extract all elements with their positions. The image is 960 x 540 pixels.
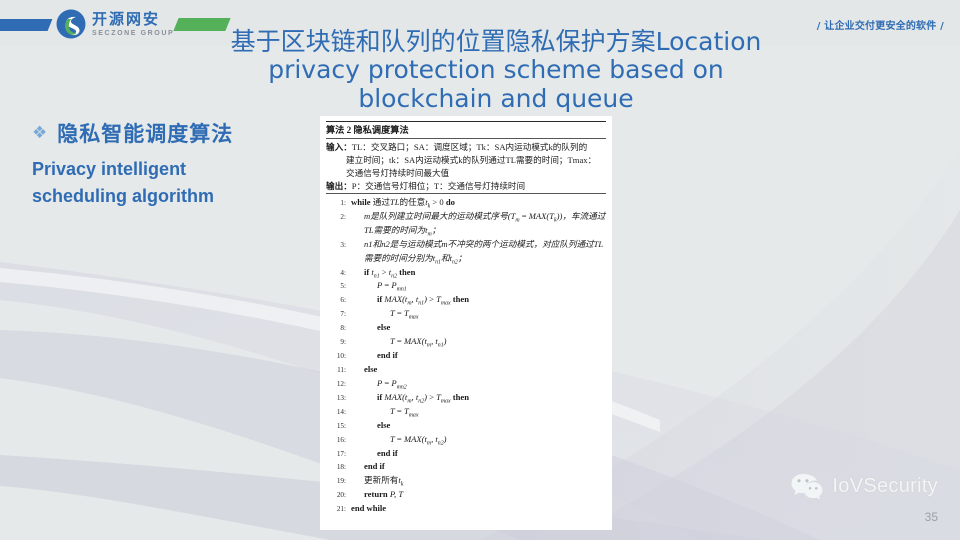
algorithm-step: 5: P = Pmn1: [326, 279, 606, 293]
algorithm-input-text-3: 交通信号灯持续时间最大值: [346, 168, 450, 179]
algorithm-step-text: else: [377, 322, 391, 333]
wechat-icon: [791, 474, 823, 500]
slide-title-line-1: 基于区块链和队列的位置隐私保护方案Location: [230, 27, 762, 56]
algorithm-caption-rule: [326, 138, 606, 140]
algorithm-step-number: 5:: [340, 282, 346, 291]
bullet-heading-row: ❖ 隐私智能调度算法: [32, 118, 300, 148]
seczone-logo-icon: [56, 9, 86, 39]
algorithm-step-text: end if: [364, 461, 385, 472]
logo-chinese-name: 开源网安: [92, 9, 161, 28]
algorithm-step: 1: while 通过TL的任意tk > 0 do: [326, 196, 606, 210]
algorithm-step-text: end if: [377, 350, 398, 361]
algorithm-step: 8: else: [326, 321, 606, 335]
algorithm-input-block: 输入：TL：交叉路口；SA：调度区域；Tk：SA内运动模式k的队列的 建立时间；…: [326, 141, 606, 180]
section-heading-english: Privacy intelligent scheduling algorithm: [32, 156, 300, 210]
algorithm-step-number: 12:: [336, 379, 346, 388]
algorithm-output-block: 输出：P：交通信号灯相位；T：交通信号灯持续时间: [326, 180, 606, 193]
brand-logo: 开源网安 SECZONE GROUP: [56, 9, 174, 39]
algorithm-step-number: 7:: [340, 310, 346, 319]
algorithm-step: 9: T = MAX(tm, tn1): [326, 335, 606, 349]
algorithm-step-text: m是队列建立时间最大的运动模式序号(Tm = MAX(Tk))，车流通过TL需要…: [364, 210, 606, 238]
algorithm-step-text: return P, T: [364, 489, 404, 500]
algorithm-step-text: end if: [377, 447, 398, 458]
algorithm-step-text: if tn1 > tn2 then: [364, 266, 416, 280]
algorithm-step: 13: if MAX(tm, tn2) > Tmax then: [326, 391, 606, 405]
algorithm-step-text: end while: [351, 503, 387, 514]
wechat-account-name: IoVSecurity: [832, 475, 938, 497]
algorithm-step-number: 11:: [337, 365, 346, 374]
algorithm-figure: 算法 2 隐私调度算法 输入：TL：交叉路口；SA：调度区域；Tk：SA内运动模…: [320, 116, 612, 530]
diamond-bullet-icon: ❖: [32, 123, 48, 142]
algorithm-step-number: 19:: [336, 477, 346, 486]
algorithm-step-number: 10:: [336, 352, 346, 361]
wechat-account-badge: IoVSecurity: [791, 473, 938, 500]
slide-title: 基于区块链和队列的位置隐私保护方案Location privacy protec…: [196, 27, 796, 113]
algorithm-step: 16: T = MAX(tm, tn2): [326, 433, 606, 447]
algorithm-step: 7: T = Tmax: [326, 307, 606, 321]
algorithm-step: 10: end if: [326, 349, 606, 363]
slide-title-line-3: blockchain and queue: [358, 83, 634, 113]
algorithm-step-number: 1:: [340, 198, 346, 207]
algorithm-step-text: n1和n2是与运动模式m不冲突的两个运动模式，对应队列通过TL需要的时间分别为t…: [364, 238, 604, 266]
algorithm-step-number: 2:: [340, 212, 346, 221]
algorithm-step-text: if MAX(tm, tn2) > Tmax then: [377, 391, 470, 405]
algorithm-input-label: 输入：: [326, 142, 352, 153]
brand-tagline: / 让企业交付更安全的软件 /: [816, 21, 944, 32]
algorithm-step-number: 4:: [340, 268, 346, 277]
algorithm-input-text-2: 建立时间；tk：SA内运动模式k的队列通过TL需要的时间；Tmax：: [346, 155, 597, 166]
slide-title-line-2: privacy protection scheme based on: [268, 55, 724, 85]
algorithm-step: 18: end if: [326, 460, 606, 474]
logo-english-name: SECZONE GROUP: [92, 29, 175, 37]
algorithm-step: 21: end while: [326, 502, 606, 516]
algorithm-caption: 算法 2 隐私调度算法: [326, 125, 409, 135]
algorithm-step: 19: 更新所有tk: [326, 474, 606, 488]
algorithm-steps-list: 1: while 通过TL的任意tk > 0 do 2: m是队列建立时间最大的运动模…: [326, 196, 606, 516]
algorithm-step-number: 15:: [336, 421, 346, 430]
algorithm-step: 4: if tn1 > tn2 then: [326, 266, 606, 280]
algorithm-step-text: T = Tmax: [390, 308, 419, 321]
page-number: 35: [924, 510, 938, 524]
algorithm-step-number: 3:: [340, 240, 346, 249]
algorithm-step-text: else: [364, 363, 378, 374]
algorithm-step: 14: T = Tmax: [326, 405, 606, 419]
algorithm-step-number: 21:: [336, 505, 346, 514]
algorithm-step-number: 13:: [336, 393, 346, 402]
section-heading-english-line-1: Privacy intelligent: [32, 159, 187, 179]
algorithm-step-text: T = Tmax: [390, 405, 419, 419]
header-bar: [0, 0, 960, 46]
section-heading-chinese: 隐私智能调度算法: [57, 122, 234, 146]
algorithm-step-number: 16:: [336, 435, 346, 444]
algorithm-output-label: 输出：: [326, 181, 352, 192]
algorithm-step: 2: m是队列建立时间最大的运动模式序号(Tm = MAX(Tk))，车流通过TL…: [326, 210, 606, 238]
algorithm-step: 15: else: [326, 419, 606, 433]
section-heading-english-line-2: scheduling algorithm: [32, 186, 215, 206]
algorithm-top-rule: [326, 121, 606, 122]
left-content-panel: ❖ 隐私智能调度算法 Privacy intelligent schedulin…: [32, 118, 300, 210]
algorithm-step-text: T = MAX(tm, tn1): [390, 336, 447, 349]
algorithm-step-number: 8:: [340, 324, 346, 333]
algorithm-output-text: P：交通信号灯相位；T：交通信号灯持续时间: [351, 181, 526, 192]
algorithm-step: 11: else: [326, 363, 606, 377]
algorithm-input-text-1: TL：交叉路口；SA：调度区域；Tk：SA内运动模式k的队列的: [351, 142, 588, 153]
algorithm-step: 12: P = Pmn2: [326, 377, 606, 391]
algorithm-step-text: if MAX(tm, tn1) > Tmax then: [377, 294, 470, 308]
algorithm-step-number: 20:: [336, 491, 346, 500]
algorithm-step-text: 更新所有tk: [364, 475, 404, 489]
algorithm-step: 20: return P, T: [326, 488, 606, 502]
algorithm-step-text: T = MAX(tm, tn2): [390, 433, 447, 447]
algorithm-step: 6: if MAX(tm, tn1) > Tmax then: [326, 293, 606, 307]
algorithm-step: 3: n1和n2是与运动模式m不冲突的两个运动模式，对应队列通过TL需要的时间分别…: [326, 238, 606, 266]
algorithm-step-text: while 通过TL的任意tk > 0 do: [351, 196, 455, 210]
algorithm-step-number: 6:: [340, 296, 346, 305]
decor-blue-parallelogram: [0, 19, 53, 31]
algorithm-step-number: 14:: [336, 407, 346, 416]
algorithm-step-number: 17:: [336, 449, 346, 458]
algorithm-step-text: P = Pmn1: [377, 280, 407, 294]
algorithm-step: 17: end if: [326, 447, 606, 461]
algorithm-step-number: 9:: [340, 338, 346, 347]
algorithm-step-text: P = Pmn2: [377, 377, 407, 391]
algorithm-step-text: else: [377, 419, 391, 430]
algorithm-step-number: 18:: [336, 463, 346, 472]
algorithm-body-rule: [326, 192, 606, 194]
